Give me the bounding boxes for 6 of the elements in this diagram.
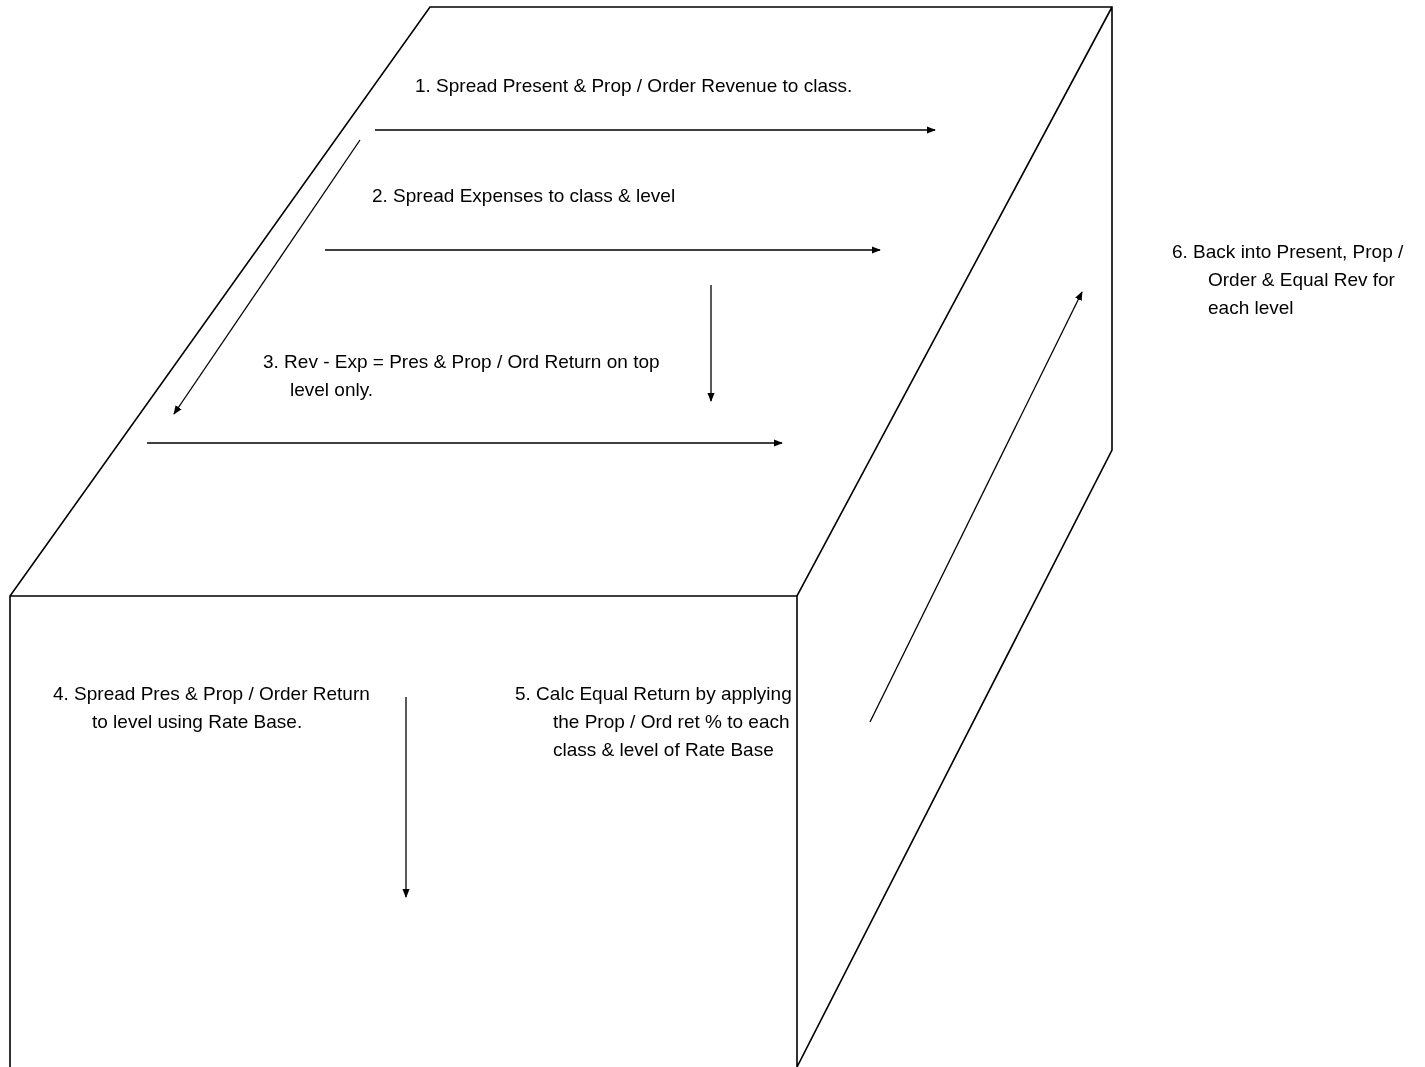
step-text: 4. Spread Pres & Prop / Order Return to level using Rate Base. [53,682,371,734]
step-text: 2. Spread Expenses to class & level [372,184,677,208]
step-text: 1. Spread Present & Prop / Order Revenue to class. [415,74,854,98]
step-text: 5. Calc Equal Return by applying the Prop / Ord ret % to each class & level of Rate Base [515,682,793,762]
step-text: 3. Rev - Exp = Pres & Prop / Ord Return on top level only. [263,350,661,402]
step-text: 6. Back into Present, Prop / Order & Equal Rev for each level [1172,240,1405,320]
